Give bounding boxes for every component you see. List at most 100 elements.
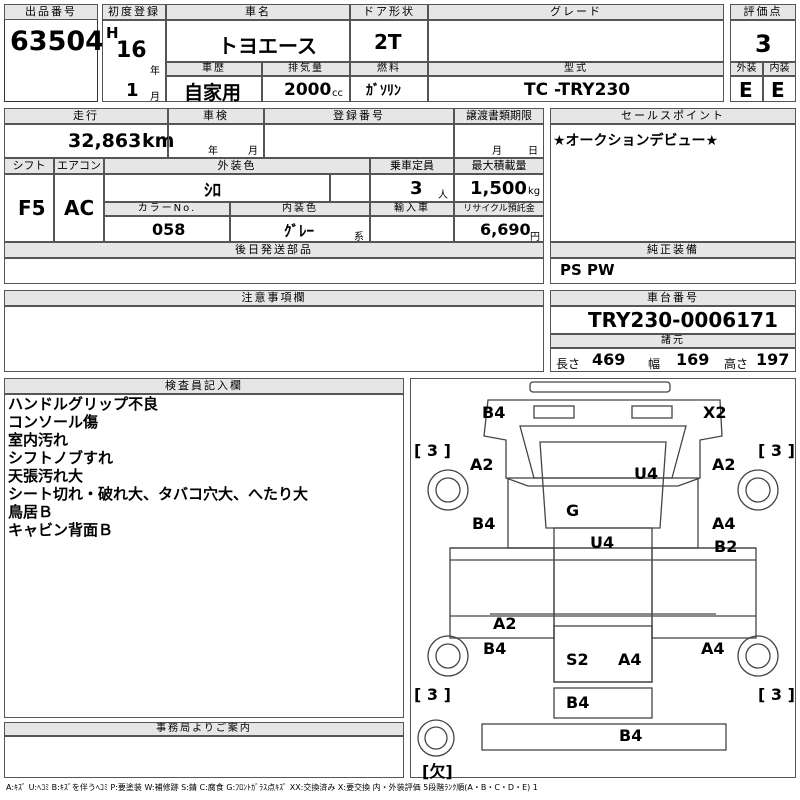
len-label: 長さ [556, 357, 581, 371]
dims-label: 諸元 [550, 334, 796, 348]
damage-mark: B4 [482, 403, 506, 422]
int-grade: E [771, 78, 785, 102]
seats-box [370, 174, 454, 202]
inspect-year-unit: 年 [208, 146, 218, 157]
color-box-side [330, 174, 370, 202]
equipment-label: 純正装備 [550, 242, 796, 258]
chassis-box [550, 306, 796, 334]
mileage-label: 走行 [4, 108, 168, 124]
bed-right [651, 547, 757, 639]
score-label: 評価点 [730, 4, 796, 20]
month-unit: 月 [150, 92, 160, 103]
inspector-label: 検査員記入欄 [4, 378, 404, 394]
inspector-box [4, 394, 404, 718]
office-label: 事務局よりご案内 [4, 722, 404, 736]
damage-mark: B4 [472, 514, 496, 533]
ext-grade: E [739, 78, 753, 102]
seats-label: 乗車定員 [370, 158, 454, 174]
model-box [428, 76, 724, 102]
inspect-month-unit: 月 [248, 146, 258, 157]
door-type: 2T [374, 30, 402, 54]
transfer-day-unit: 日 [528, 146, 538, 157]
load-label: 最大積載量 [454, 158, 544, 174]
mileage: 32,863 [68, 130, 142, 152]
era: H [106, 24, 119, 42]
cab-roof [539, 441, 667, 529]
lot-label: 出品番号 [4, 4, 98, 20]
dims-box [550, 348, 796, 372]
inspect-box [168, 124, 264, 158]
shift: F5 [18, 196, 46, 220]
history: 自家用 [184, 82, 242, 104]
grille [533, 405, 575, 419]
equipment-box [550, 258, 796, 284]
import-label: 輸入車 [370, 202, 454, 216]
inspector-line: 室内汚れ [8, 431, 69, 449]
damage-mark: U4 [634, 464, 659, 483]
transfer-box [454, 124, 544, 158]
displacement: 2000 [284, 80, 332, 100]
tire-front-right [737, 469, 779, 511]
later-label: 後日発送部品 [4, 242, 544, 258]
history-box [166, 76, 262, 102]
model-label: 型式 [428, 62, 724, 76]
score-box [730, 20, 796, 62]
chassis-number: TRY230-0006171 [588, 308, 778, 332]
mileage-unit: km [142, 130, 175, 152]
shift-label: シフト [4, 158, 54, 174]
inspector-line: ハンドルグリップ不良 [8, 395, 159, 413]
width: 169 [676, 350, 710, 369]
reg-label: 初度登録 [102, 4, 166, 20]
damage-mark: A2 [493, 614, 517, 633]
regno-box [264, 124, 454, 158]
office-box [4, 736, 404, 778]
load-box [454, 174, 544, 202]
spare-tire-status: [欠] [422, 762, 453, 781]
seats-unit: 人 [438, 190, 448, 201]
sales-box [550, 124, 796, 242]
length: 469 [592, 350, 626, 369]
transfer-label: 譲渡書類期限 [454, 108, 544, 124]
model: TC -TRY230 [524, 80, 631, 100]
colorno-box [104, 216, 230, 242]
colorno: 058 [152, 220, 186, 239]
recycle-unit: 円 [530, 232, 540, 243]
grille-right [631, 405, 673, 419]
tire-rear-left [427, 635, 469, 677]
damage-mark: A2 [712, 455, 736, 474]
reg-box [102, 20, 166, 102]
door-label: ドア形状 [350, 4, 428, 20]
ac-label: エアコン [54, 158, 104, 174]
int-box [763, 76, 796, 102]
notes-label: 注意事項欄 [4, 290, 544, 306]
damage-mark: A4 [712, 514, 736, 533]
mileage-box [4, 124, 168, 158]
damage-mark: B4 [483, 639, 507, 658]
inspector-line: シフトノブすれ [8, 449, 114, 467]
intcolor-box [230, 216, 370, 242]
sales-text: ★オークションデビュー★ [553, 133, 719, 149]
color-box [104, 174, 330, 202]
history-label: 車歴 [166, 62, 262, 76]
regno-label: 登録番号 [264, 108, 454, 124]
tail [553, 687, 653, 719]
intcolor: ｸﾞﾚｰ [284, 222, 315, 240]
load-unit: kg [528, 186, 541, 197]
damage-mark: X2 [703, 403, 727, 422]
score: 3 [755, 30, 772, 58]
front-bumper [529, 381, 671, 393]
rear-bumper [481, 723, 727, 751]
transfer-month-unit: 月 [492, 146, 502, 157]
cab-outline [483, 399, 723, 487]
tire-front-left [427, 469, 469, 511]
hgt-label: 高さ [724, 357, 749, 371]
disp-box [262, 76, 350, 102]
import-box [370, 216, 454, 242]
damage-mark: U4 [590, 533, 615, 552]
int-label: 内装 [763, 62, 796, 76]
year-unit: 年 [150, 66, 160, 77]
damage-mark: G [566, 501, 580, 520]
seats: 3 [410, 178, 423, 199]
inspector-line: シート切れ・破れ大、タバコ穴大、へたり大 [8, 485, 309, 503]
inspect-label: 車検 [168, 108, 264, 124]
